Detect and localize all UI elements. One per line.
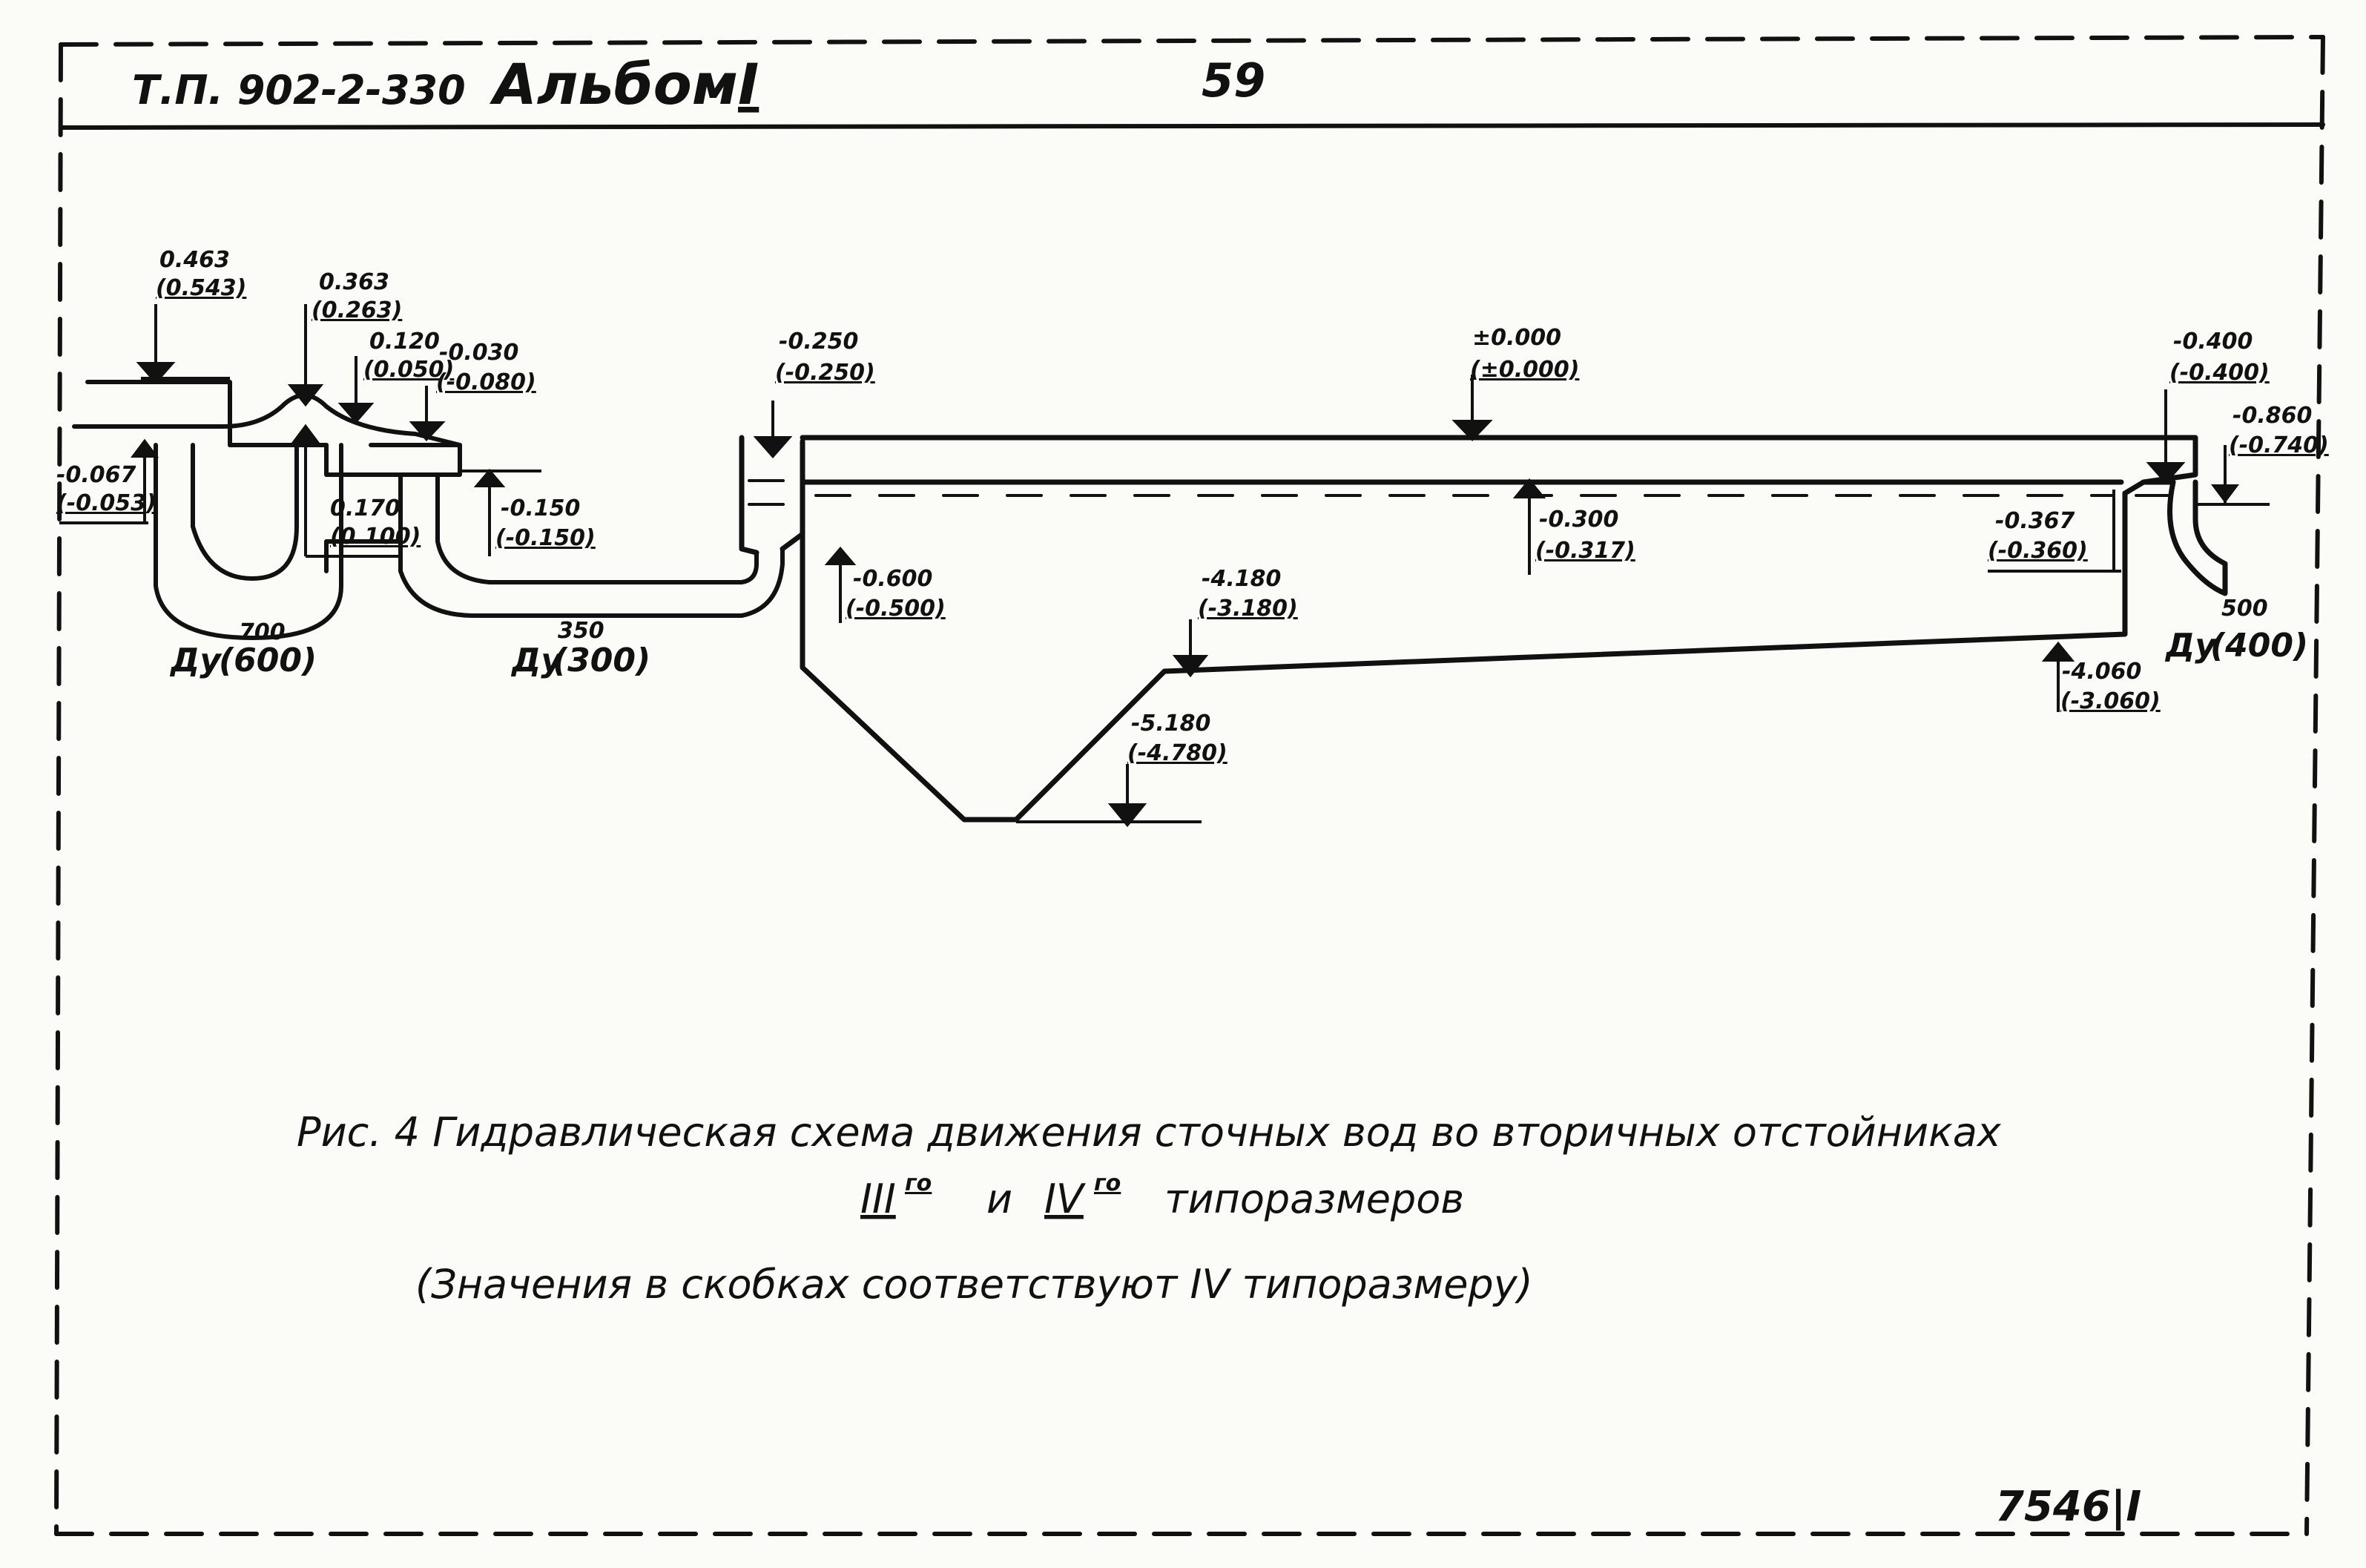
elev-m0030: -0.030 — [439, 340, 518, 366]
pipe-label-du700-size: 700 — [239, 619, 286, 645]
elev-m0600-alt: (-0.500) — [846, 596, 946, 622]
header-code: Т.П. 902-2-330 — [132, 67, 466, 113]
pipe-label-du500-alt: (400) — [2210, 627, 2308, 665]
caption-size-iv: IV — [1044, 1176, 1087, 1222]
figure-caption-line1: Рис. 4 Гидравлическая схема движения сто… — [297, 1109, 2002, 1156]
settling-tank — [739, 435, 2228, 823]
elev-m0367: -0.367 — [1995, 508, 2075, 534]
caption-sizes-word: типоразмеров — [1164, 1176, 1464, 1222]
level-markers — [59, 304, 2270, 828]
elev-m5180-alt: (-4.780) — [1127, 740, 1228, 766]
elev-m4060-alt: (-3.060) — [2060, 688, 2161, 714]
elev-m0250-alt: (-0.250) — [775, 360, 875, 386]
water-surface-lines — [748, 479, 2175, 506]
pipe-label-du350-alt: (300) — [553, 642, 650, 679]
caption-suffix-iv: го — [1094, 1170, 1121, 1196]
pipe-label-du350: Ду — [510, 642, 564, 679]
elev-0463: 0.463 — [159, 247, 230, 273]
elev-m0067: -0.067 — [56, 462, 136, 488]
elev-0000: ±0.000 — [1472, 325, 1561, 351]
elev-m0030-alt: (-0.080) — [436, 369, 536, 395]
sheet-frame — [54, 35, 2325, 1536]
elev-m0600: -0.600 — [853, 566, 932, 592]
pipe-label-du700: Ду — [169, 642, 223, 679]
caption-and: и — [986, 1176, 1012, 1222]
elev-m0067-alt: (-0.053) — [56, 490, 156, 516]
elev-m0400: -0.400 — [2173, 329, 2253, 355]
header-album: Альбом — [490, 51, 738, 117]
figure-caption-line3: (Значения в скобках соответствуют IV тип… — [415, 1261, 1533, 1308]
elev-m4060: -4.060 — [2062, 659, 2141, 685]
pipe-label-du500: Ду — [2164, 627, 2218, 665]
elev-0463-alt: (0.543) — [156, 275, 246, 301]
elev-0363: 0.363 — [319, 269, 389, 295]
elev-0120: 0.120 — [369, 329, 440, 355]
caption-suffix-iii: го — [905, 1170, 932, 1196]
elev-m0150: -0.150 — [501, 495, 580, 521]
elev-m4180: -4.180 — [1202, 566, 1281, 592]
elev-m0860: -0.860 — [2232, 403, 2312, 429]
elev-0000-alt: (±0.000) — [1470, 357, 1579, 383]
header-album-number: I — [738, 51, 759, 117]
elev-m0860-alt: (-0.740) — [2229, 432, 2329, 458]
feed-pipe — [398, 472, 785, 618]
elev-m0367-alt: (-0.360) — [1988, 538, 2088, 564]
pipe-label-du350-size: 350 — [558, 618, 604, 644]
elev-0170: 0.170 — [330, 495, 401, 521]
elev-0363-alt: (0.263) — [312, 297, 402, 323]
elev-0120-alt: (0.050) — [363, 357, 454, 383]
sheet-number: 7546|I — [1995, 1483, 2141, 1531]
elev-0170-alt: (0.100) — [330, 524, 421, 550]
pipe-label-du700-alt: (600) — [219, 642, 317, 679]
elev-m5180: -5.180 — [1131, 711, 1210, 737]
title-divider-line — [59, 122, 2325, 130]
pipe-label-du500-size: 500 — [2221, 596, 2268, 622]
elev-m0150-alt: (-0.150) — [495, 525, 596, 551]
elev-m0300-alt: (-0.317) — [1535, 538, 1635, 564]
elev-m0300: -0.300 — [1539, 507, 1618, 533]
elev-m4180-alt: (-3.180) — [1198, 596, 1298, 622]
caption-size-iii: III — [860, 1176, 896, 1222]
elev-m0400-alt: (-0.400) — [2169, 360, 2270, 386]
elev-m0250: -0.250 — [779, 329, 858, 355]
page-number: 59 — [1202, 53, 1265, 108]
